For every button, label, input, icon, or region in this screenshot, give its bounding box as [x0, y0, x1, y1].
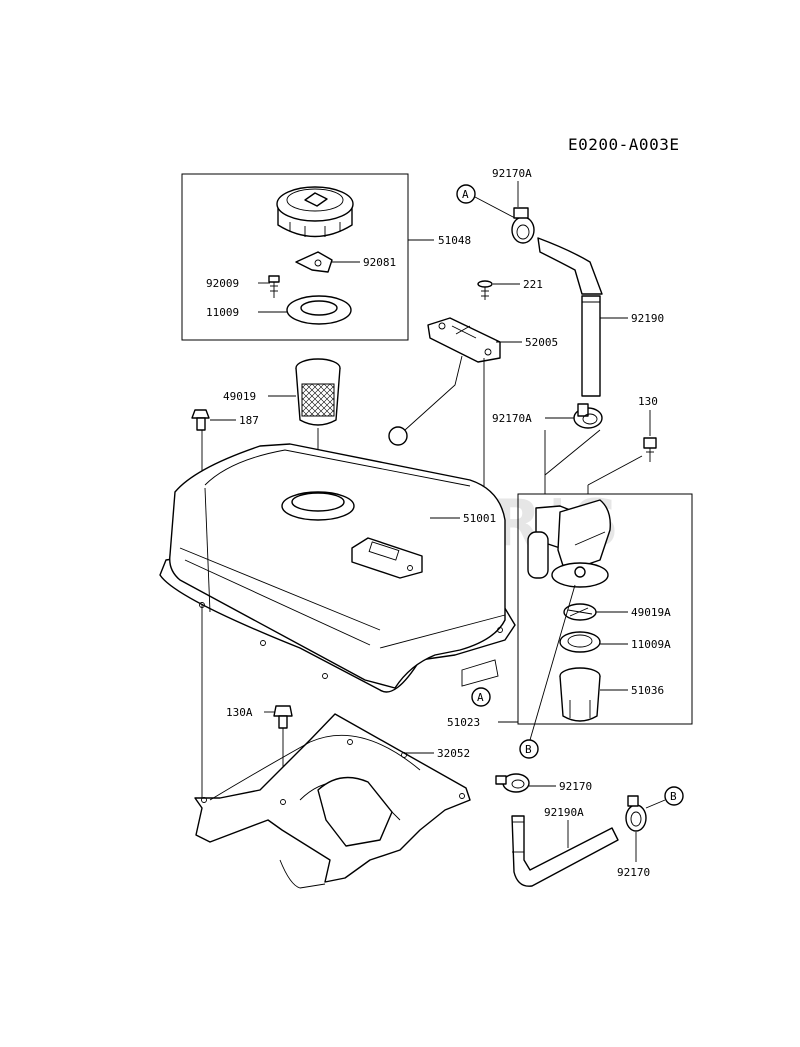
sediment-cup — [559, 667, 601, 722]
fuel-hose-upper — [537, 237, 603, 397]
label-92170a-top: 92170A — [492, 167, 532, 180]
svg-text:A: A — [462, 188, 469, 201]
callout-b-hose: B — [664, 786, 684, 806]
valve-assembly-box — [517, 493, 693, 725]
label-51001: 51001 — [463, 512, 496, 525]
cap-strap — [295, 251, 333, 273]
fuel-strainer — [295, 358, 341, 486]
label-49019: 49019 — [223, 390, 256, 403]
label-92170-lower-b: 92170 — [617, 866, 650, 879]
hose-clamp-lower — [495, 773, 530, 793]
label-92170-lower: 92170 — [559, 780, 592, 793]
callout-a-top: A — [456, 184, 476, 204]
label-92170a-mid: 92170A — [492, 412, 532, 425]
label-130a: 130A — [226, 706, 253, 719]
tank-guard — [194, 713, 471, 889]
hose-clamp-mid — [573, 403, 603, 429]
callout-b-valve: B — [519, 739, 539, 759]
label-51023: 51023 — [447, 716, 480, 729]
label-51036: 51036 — [631, 684, 664, 697]
hose-clamp-top — [511, 207, 535, 244]
label-52005: 52005 — [525, 336, 558, 349]
label-11009: 11009 — [206, 306, 239, 319]
label-187: 187 — [239, 414, 259, 427]
hose-clamp-lower-b — [625, 795, 647, 832]
svg-text:A: A — [477, 691, 484, 704]
svg-text:B: B — [670, 790, 677, 803]
fuel-tank — [159, 443, 516, 693]
label-92190: 92190 — [631, 312, 664, 325]
fuel-gauge — [388, 317, 501, 446]
cap-assembly-box — [181, 173, 409, 341]
valve-bolt — [643, 437, 657, 462]
callout-a-tank: A — [471, 687, 491, 707]
fuel-cap — [276, 186, 354, 238]
label-51048: 51048 — [438, 234, 471, 247]
guard-bolt — [273, 705, 293, 729]
label-221: 221 — [523, 278, 543, 291]
cap-gasket — [286, 295, 352, 325]
label-32052: 32052 — [437, 747, 470, 760]
label-49019a: 49019A — [631, 606, 671, 619]
label-92190a: 92190A — [544, 806, 584, 819]
tank-bolt — [191, 409, 210, 431]
strap-screw — [268, 275, 280, 298]
diagram-code: E0200-A003E — [568, 135, 679, 154]
label-130: 130 — [638, 395, 658, 408]
valve-gasket — [559, 631, 601, 653]
svg-text:B: B — [525, 743, 532, 756]
gauge-screw — [477, 280, 493, 300]
fuel-valve — [527, 499, 611, 588]
label-11009a: 11009A — [631, 638, 671, 651]
fuel-hose-lower — [511, 815, 619, 887]
label-92009: 92009 — [206, 277, 239, 290]
label-92081: 92081 — [363, 256, 396, 269]
